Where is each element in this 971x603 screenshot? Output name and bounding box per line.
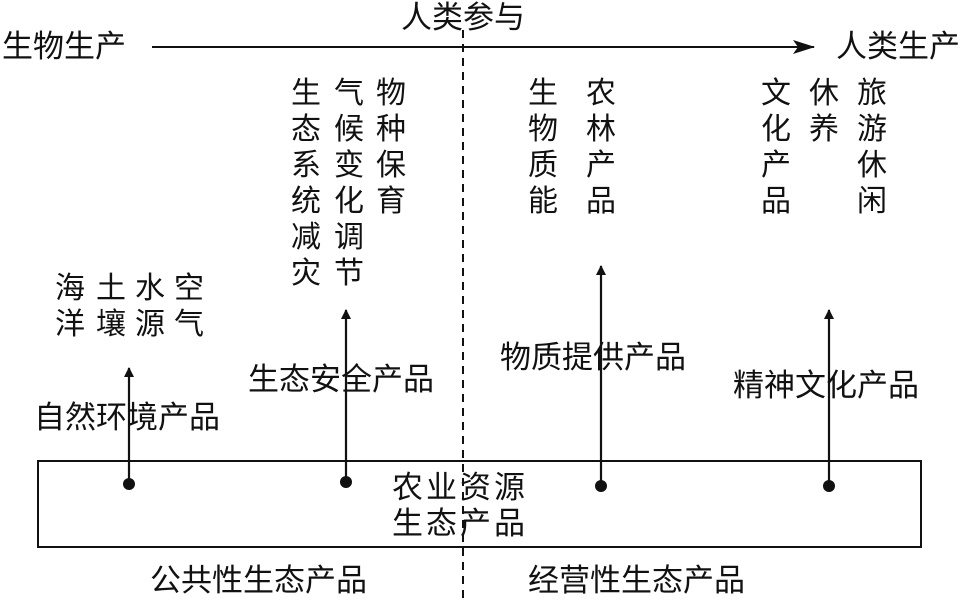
label-human-production: 人类生产	[836, 29, 960, 65]
label-biological-production: 生物生产	[2, 29, 126, 65]
vertical-glyph: 育	[376, 184, 406, 219]
vertical-glyph: 物	[528, 112, 558, 147]
dot-safety	[340, 476, 352, 488]
dot-cultural	[823, 480, 835, 492]
vertical-glyph: 种	[376, 112, 406, 147]
vertical-glyph: 休	[809, 76, 839, 111]
vertical-glyph: 候	[334, 112, 364, 147]
label-public-products: 公共性生态产品	[150, 563, 367, 599]
vcol-material-1: 生物质能	[528, 76, 558, 220]
vertical-glyph: 减	[291, 220, 321, 255]
vertical-glyph: 态	[291, 112, 321, 147]
vertical-glyph: 产	[586, 148, 616, 183]
vertical-glyph: 变	[334, 148, 364, 183]
vertical-glyph: 系	[291, 148, 321, 183]
vertical-glyph: 闲	[857, 184, 887, 219]
vertical-glyph: 休	[857, 148, 887, 183]
vcol-cultural-1: 文化产品	[761, 76, 791, 220]
label-natural-environment-products: 自然环境产品	[34, 400, 220, 436]
vertical-glyph: 文	[761, 76, 791, 111]
label-ecological-safety-products: 生态安全产品	[248, 362, 434, 398]
dot-natural	[123, 478, 135, 490]
vertical-glyph: 统	[291, 184, 321, 219]
vertical-glyph: 灾	[291, 256, 321, 291]
vertical-glyph: 品	[586, 184, 616, 219]
vertical-glyph: 物	[376, 76, 406, 111]
vertical-glyph: 气	[334, 76, 364, 111]
vertical-glyph: 空	[174, 271, 204, 306]
box-text-line1: 农业资源	[392, 470, 528, 506]
vcol-safety-3: 物种保育	[376, 76, 406, 220]
label-spiritual-cultural-products: 精神文化产品	[733, 368, 919, 404]
vertical-glyph: 海	[55, 271, 85, 306]
vcol-material-2: 农林产品	[586, 76, 616, 220]
vcol-cultural-3: 旅游休闲	[857, 76, 887, 220]
vertical-glyph: 生	[291, 76, 321, 111]
vertical-glyph: 洋	[55, 307, 85, 342]
vcol-cultural-2: 休养	[809, 76, 839, 148]
vcol-natural-3: 水源	[135, 271, 165, 343]
vcol-natural-4: 空气	[174, 271, 204, 343]
vcol-safety-2: 气候变化调节	[334, 76, 364, 292]
vertical-glyph: 节	[334, 256, 364, 291]
vertical-glyph: 生	[528, 76, 558, 111]
vertical-glyph: 质	[528, 148, 558, 183]
dot-material	[595, 480, 607, 492]
vertical-glyph: 品	[761, 184, 791, 219]
vertical-glyph: 能	[528, 184, 558, 219]
box-text-line2: 生态产品	[392, 506, 528, 542]
vertical-glyph: 土	[96, 271, 126, 306]
vcol-natural-2: 土壤	[96, 271, 126, 343]
vertical-glyph: 农	[586, 76, 616, 111]
vertical-glyph: 游	[857, 112, 887, 147]
vertical-glyph: 化	[334, 184, 364, 219]
vertical-glyph: 养	[809, 112, 839, 147]
vertical-glyph: 旅	[857, 76, 887, 111]
vertical-glyph: 保	[376, 148, 406, 183]
vertical-glyph: 化	[761, 112, 791, 147]
vertical-glyph: 壤	[96, 307, 126, 342]
label-commercial-products: 经营性生态产品	[528, 563, 745, 599]
vertical-glyph: 气	[174, 307, 204, 342]
label-human-participation: 人类参与	[401, 0, 525, 36]
label-material-supply-products: 物质提供产品	[500, 340, 686, 376]
base-box	[37, 460, 922, 548]
vertical-glyph: 源	[135, 307, 165, 342]
vertical-glyph: 林	[586, 112, 616, 147]
vertical-glyph: 调	[334, 220, 364, 255]
vcol-safety-1: 生态系统减灾	[291, 76, 321, 292]
vcol-natural-1: 海洋	[55, 271, 85, 343]
vertical-glyph: 产	[761, 148, 791, 183]
vertical-glyph: 水	[135, 271, 165, 306]
